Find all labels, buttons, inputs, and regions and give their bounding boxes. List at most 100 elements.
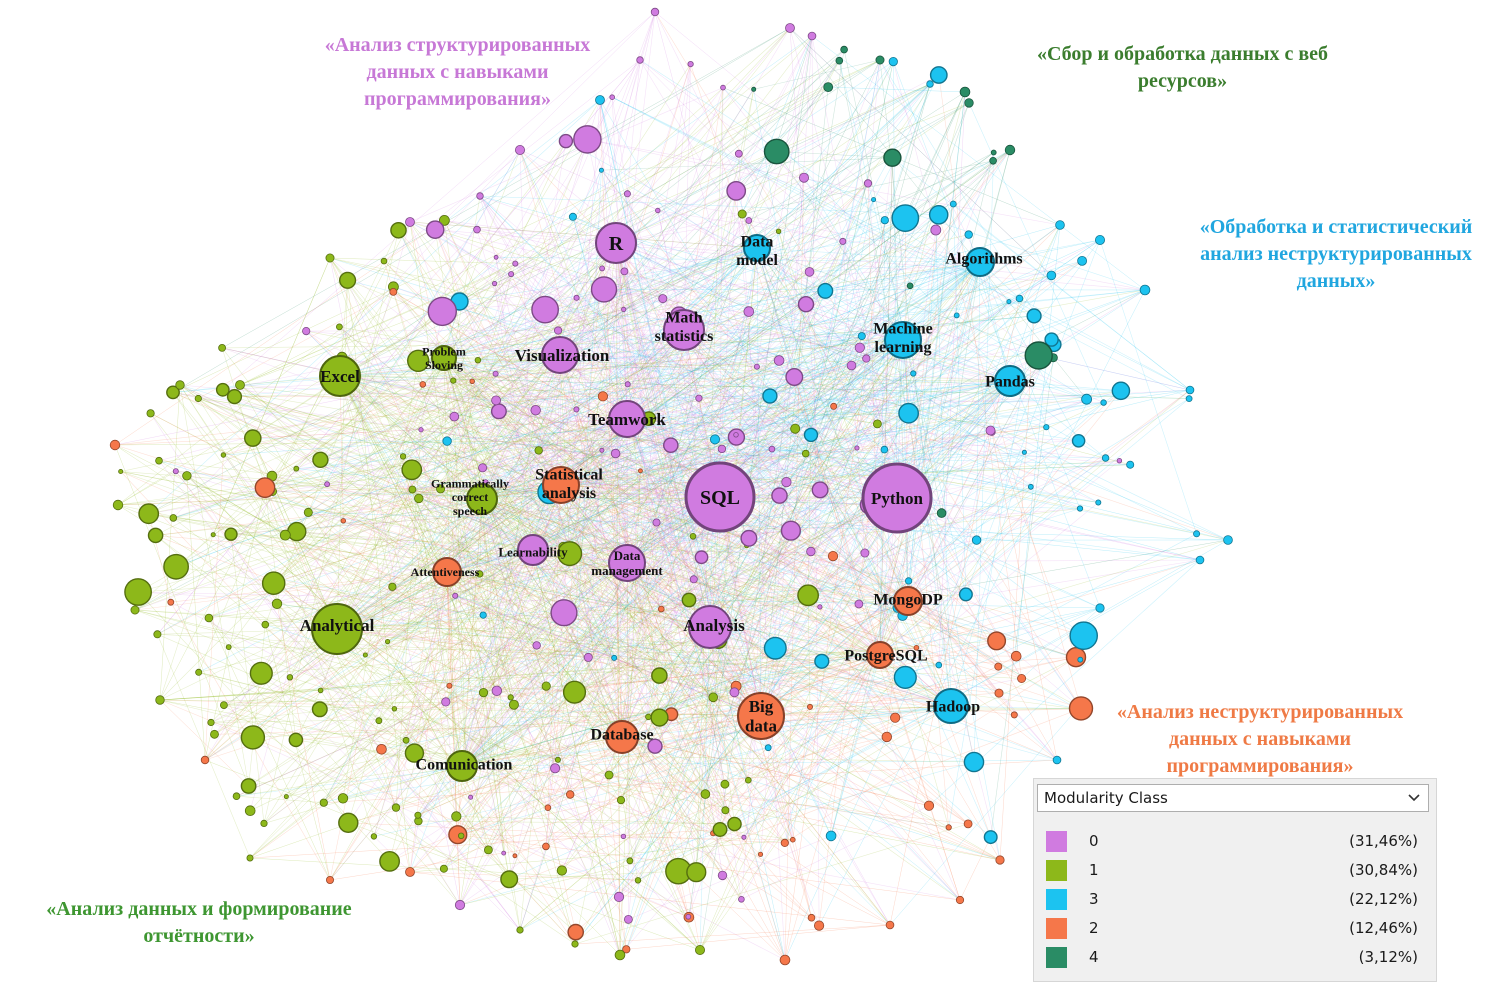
graph-node <box>720 779 730 789</box>
graph-node <box>261 620 270 629</box>
graph-edge <box>615 242 885 450</box>
graph-node <box>286 674 294 681</box>
graph-edge <box>289 63 691 678</box>
graph-edge <box>626 418 1077 658</box>
graph-edge <box>263 224 1061 824</box>
graph-node-data-model <box>743 234 771 262</box>
graph-edge <box>683 329 952 707</box>
graph-node <box>287 521 307 542</box>
graph-edge <box>208 617 349 823</box>
graph-node <box>959 86 971 98</box>
graph-edge <box>444 220 1011 382</box>
graph-edge <box>276 309 546 605</box>
graph-edge <box>549 492 891 926</box>
graph-edge <box>417 552 866 816</box>
graph-edge <box>587 139 1061 226</box>
graph-edge <box>696 706 811 873</box>
graph-edge <box>560 484 735 825</box>
graph-edge <box>446 496 721 573</box>
graph-edge <box>784 224 1061 844</box>
graph-edge <box>409 221 534 551</box>
graph-edge <box>296 531 534 551</box>
graph-edge <box>776 151 893 158</box>
graph-edge <box>615 242 1229 541</box>
graph-node <box>163 553 190 580</box>
graph-node <box>384 638 391 645</box>
graph-edge <box>272 418 628 492</box>
cluster-label-line: анализ неструктурированных <box>1200 243 1472 265</box>
graph-edge <box>627 193 658 211</box>
graph-edge <box>639 59 1025 453</box>
graph-edge <box>560 484 1084 636</box>
graph-edge <box>446 562 628 573</box>
node-label-algorithms: Algorithms <box>945 251 1022 268</box>
graph-edge <box>342 360 419 799</box>
graph-edge <box>286 496 721 797</box>
graph-edge <box>308 512 812 918</box>
graph-edge <box>626 562 631 861</box>
graph-edge <box>239 83 931 386</box>
graph-edge <box>683 239 1101 331</box>
graph-edge <box>587 139 867 359</box>
graph-edge <box>843 49 942 514</box>
graph-edge <box>615 242 660 718</box>
graph-edge <box>155 535 463 767</box>
graph-node <box>450 377 457 384</box>
graph-edge <box>329 257 852 366</box>
modularity-class-dropdown[interactable]: Modularity Class <box>1037 784 1429 812</box>
graph-node <box>508 699 519 710</box>
graph-node <box>1044 332 1059 347</box>
graph-edge <box>719 261 981 498</box>
graph-edge <box>285 360 780 536</box>
graph-edge <box>719 496 762 717</box>
graph-edge <box>896 398 1087 499</box>
graph-edge <box>387 573 480 642</box>
graph-edge <box>457 418 650 835</box>
graph-edge <box>446 571 711 628</box>
graph-node <box>293 465 300 472</box>
graph-node <box>610 448 621 459</box>
graph-edge <box>683 329 1000 694</box>
graph-edge <box>620 339 904 801</box>
graph-edge <box>760 102 970 717</box>
graph-edge <box>907 430 991 602</box>
graph-node <box>362 652 368 658</box>
graph-edge <box>760 355 1039 717</box>
graph-edge <box>709 626 735 825</box>
graph-node-math-statistics <box>663 309 705 351</box>
graph-edge <box>629 261 981 861</box>
graph-node <box>200 755 210 765</box>
graph-edge <box>481 448 772 500</box>
graph-edge <box>204 27 791 761</box>
graph-node <box>109 439 121 451</box>
graph-edge <box>626 562 749 781</box>
graph-node <box>558 133 574 149</box>
graph-edge <box>412 489 615 659</box>
graph-node <box>624 915 633 924</box>
graph-edge <box>405 380 1011 741</box>
graph-node <box>729 687 740 698</box>
graph-edge <box>792 706 811 840</box>
graph-edge <box>443 357 550 487</box>
graph-edge <box>1099 239 1197 534</box>
graph-node <box>883 148 902 167</box>
graph-edge <box>239 384 497 401</box>
graph-node <box>380 257 388 265</box>
graph-edge <box>767 504 870 748</box>
graph-edge <box>678 315 721 830</box>
graph-edge <box>272 491 769 748</box>
cluster-label-line: «Анализ неструктурированных <box>1116 701 1404 723</box>
graph-edge <box>387 641 623 738</box>
graph-node-problem-sloving <box>431 345 457 371</box>
graph-edge <box>212 257 331 535</box>
graph-node <box>694 550 709 565</box>
graph-edge <box>198 545 747 673</box>
graph-edge <box>722 380 1011 876</box>
graph-edge <box>481 498 515 705</box>
graph-node <box>721 806 730 815</box>
graph-edge <box>336 552 865 630</box>
graph-edge <box>446 441 521 931</box>
graph-edge <box>329 257 822 662</box>
graph-edge <box>938 656 1077 666</box>
graph-edge <box>916 390 1122 648</box>
